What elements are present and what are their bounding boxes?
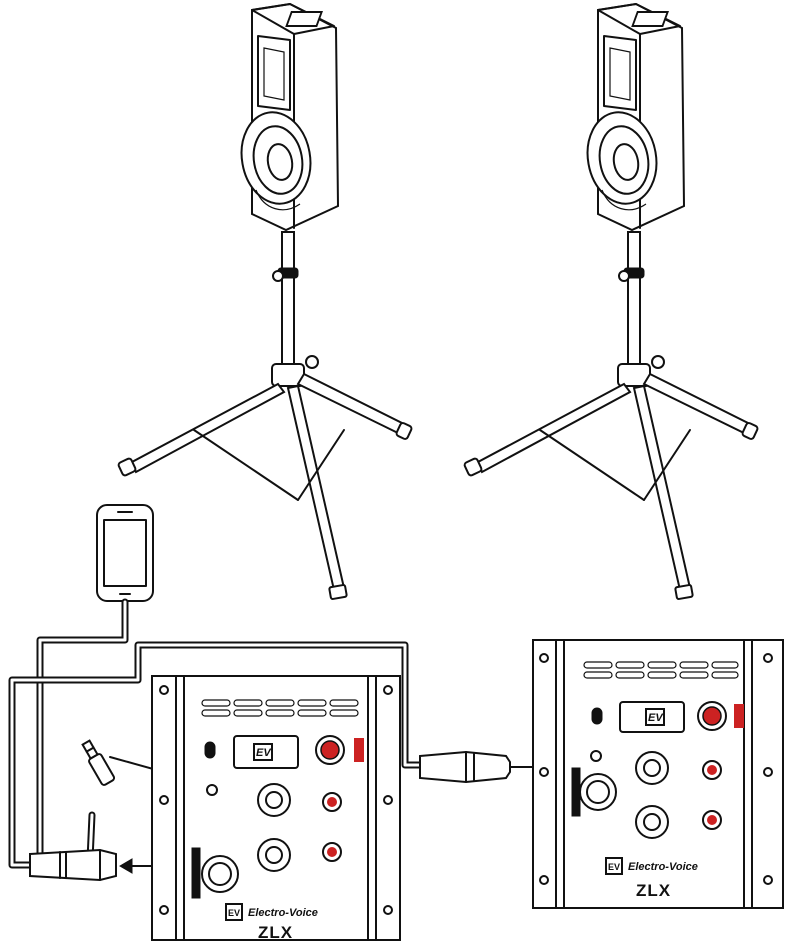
left-rear-panel: EV EV Electro-Voice ZLX — [151, 675, 401, 942]
svg-text:EV: EV — [608, 862, 620, 872]
aux-plug-icon — [81, 739, 116, 786]
left-model-label: ZLX — [258, 923, 293, 942]
xlr-male-connector-icon — [419, 750, 511, 784]
right-input-jack — [635, 751, 669, 785]
left-brand-label: Electro-Voice — [248, 907, 318, 919]
right-speaker-on-stand — [462, 3, 760, 601]
right-display-logo: EV — [648, 712, 664, 724]
right-brand-label: Electro-Voice — [628, 861, 698, 873]
left-speaker-on-stand — [116, 3, 414, 601]
svg-text:EV: EV — [228, 908, 240, 918]
aux-input-jack — [206, 784, 218, 796]
xlr-female-connector-icon — [29, 848, 117, 882]
right-model-label: ZLX — [636, 881, 671, 900]
left-display-logo: EV — [256, 747, 272, 759]
right-rear-panel: EV EV Electro-Voice ZLX — [532, 639, 784, 909]
smartphone-icon — [96, 504, 154, 602]
